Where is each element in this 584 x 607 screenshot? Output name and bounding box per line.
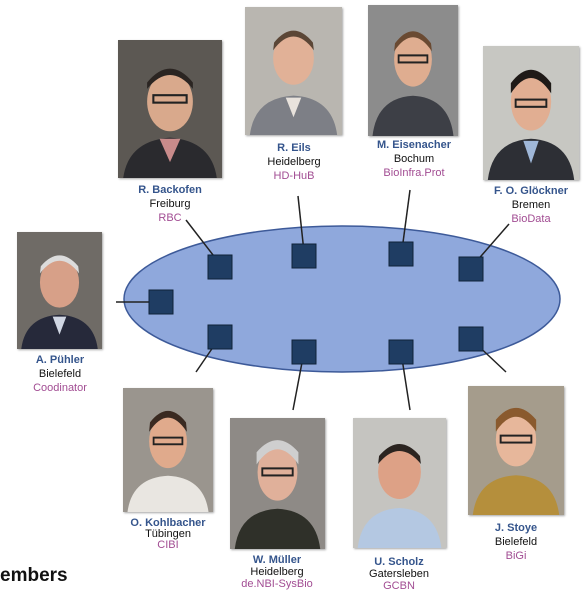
network-ellipse (123, 225, 561, 373)
member-name: W. Müller (252, 554, 302, 566)
member-city: Bielefeld (494, 536, 538, 548)
member-name: J. Stoye (494, 522, 538, 534)
connector-line (401, 189, 411, 251)
photo-scholz (353, 418, 446, 548)
member-city: Tübingen (145, 528, 191, 540)
member-abbr: CIBI (157, 539, 179, 551)
member-name: R. Eils (277, 142, 311, 154)
member-node (148, 289, 174, 315)
member-node (207, 254, 233, 280)
member-node (291, 339, 317, 365)
photo-backofen (118, 40, 222, 178)
photo-stoye (468, 386, 564, 515)
member-name: U. Scholz (374, 556, 424, 568)
member-city: Heidelberg (250, 566, 304, 578)
connector-line (297, 195, 305, 253)
member-abbr: BioData (511, 213, 551, 225)
member-node (388, 241, 414, 267)
photo-mueller (230, 418, 325, 549)
member-city: Bielefeld (38, 368, 82, 380)
member-abbr: BiGi (505, 550, 527, 562)
member-node (388, 339, 414, 365)
member-name: M. Eisenacher (377, 139, 451, 151)
member-name: F. O. Glöckner (494, 185, 568, 197)
member-node (458, 256, 484, 282)
caption-puehler: A. Pühler Bielefeld Coodinator (33, 353, 87, 395)
photo-kohlbacher (123, 388, 213, 512)
caption-scholz: U. Scholz Gatersleben GCBN (369, 556, 429, 592)
member-city: Freiburg (149, 198, 191, 210)
member-abbr: BioInfra.Prot (383, 167, 445, 179)
member-abbr: RBC (158, 212, 182, 224)
member-name: A. Pühler (35, 354, 85, 366)
photo-puehler (17, 232, 102, 349)
caption-mueller: W. Müller Heidelberg de.NBI-SysBio (241, 554, 313, 590)
caption-gloeckner: F. O. Glöckner Bremen BioData (494, 184, 568, 226)
caption-stoye: J. Stoye Bielefeld BiGi (495, 521, 537, 563)
member-node (207, 324, 233, 350)
member-city: Bochum (393, 153, 435, 165)
member-abbr: GCBN (383, 580, 415, 592)
member-city: Bremen (511, 199, 551, 211)
member-abbr: HD-HuB (273, 170, 315, 182)
member-abbr: de.NBI-SysBio (241, 578, 313, 590)
member-node (458, 326, 484, 352)
photo-eisenacher (368, 5, 458, 136)
member-city: Heidelberg (267, 156, 321, 168)
caption-eisenacher: M. Eisenacher Bochum BioInfra.Prot (377, 138, 451, 180)
photo-gloeckner (483, 46, 579, 180)
caption-kohlbacher: O. Kohlbacher Tübingen CIBI (130, 518, 205, 551)
photo-eils (245, 7, 342, 135)
member-name: O. Kohlbacher (130, 517, 206, 529)
member-name: R. Backofen (138, 184, 202, 196)
member-node (291, 243, 317, 269)
section-heading: embers (0, 565, 68, 586)
caption-eils: R. Eils Heidelberg HD-HuB (267, 141, 320, 183)
caption-backofen: R. Backofen Freiburg RBC (138, 183, 202, 225)
member-abbr: Coodinator (33, 382, 87, 394)
member-city: Gatersleben (369, 568, 429, 580)
